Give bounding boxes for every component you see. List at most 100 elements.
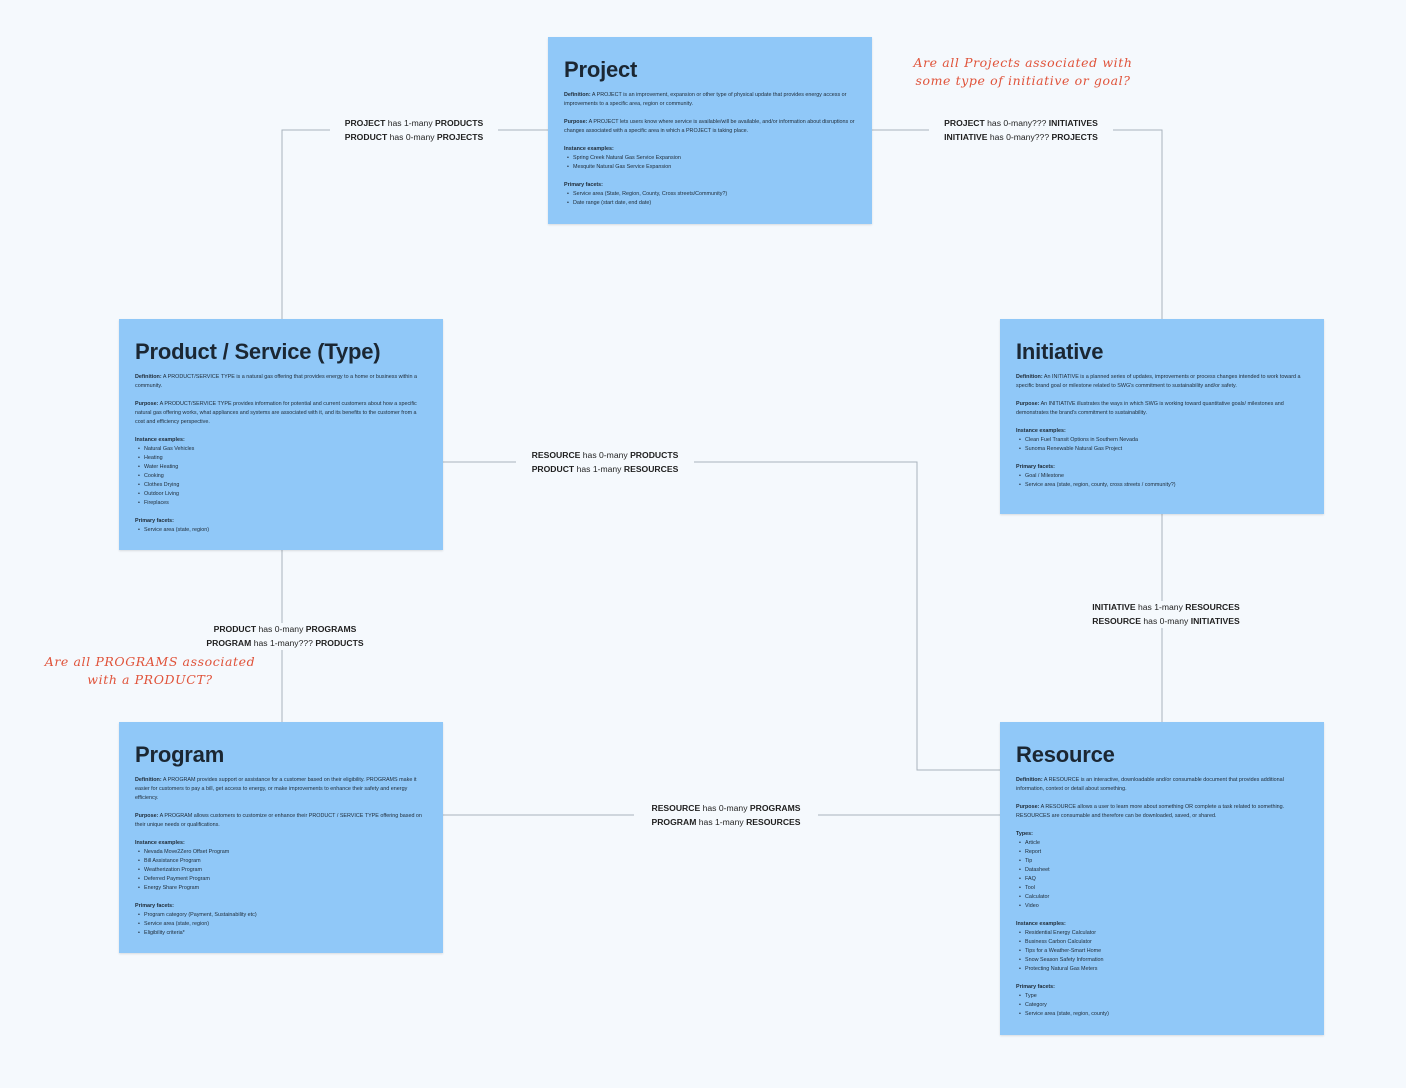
list-item: Deferred Payment Program — [138, 875, 427, 884]
annotation-line-2: some type of initiative or goal? — [915, 73, 1131, 88]
list-item: Protecting Natural Gas Meters — [1019, 965, 1308, 974]
list-item: Service area (state, region) — [138, 920, 427, 929]
list-item: Business Carbon Calculator — [1019, 938, 1308, 947]
relationship-line-2: RESOURCE has 0-many INITIATIVES — [1092, 615, 1240, 626]
facets-list: Program category (Payment, Sustainabilit… — [135, 911, 427, 938]
purpose-text: Purpose: A PROJECT lets users know where… — [564, 119, 855, 134]
connector-project-product — [281, 129, 548, 320]
definition-text: Definition: An INITIATIVE is a planned s… — [1016, 374, 1301, 389]
definition-text: Definition: A PRODUCT/SERVICE TYPE is a … — [135, 374, 417, 389]
annotation-line-2: with a PRODUCT? — [87, 672, 213, 687]
list-item: Snow Season Safety Information — [1019, 956, 1308, 965]
relationship-resource-product: RESOURCE has 0-many PRODUCTS PRODUCT has… — [516, 449, 694, 476]
annotation-line-1: Are all Projects associated with — [913, 55, 1133, 70]
list-item: Mesquite Natural Gas Service Expansion — [567, 163, 856, 172]
relationship-project-initiative: PROJECT has 0-many??? INITIATIVES INITIA… — [929, 117, 1113, 144]
list-item: FAQ — [1019, 875, 1308, 884]
list-item: Report — [1019, 848, 1308, 857]
list-item: Program category (Payment, Sustainabilit… — [138, 911, 427, 920]
relationship-line-1: RESOURCE has 0-many PRODUCTS — [531, 450, 679, 460]
annotation-line-1: Are all PROGRAMS associated — [44, 654, 256, 669]
list-item: Datasheet — [1019, 866, 1308, 875]
list-item: Service area (state, region, county, cro… — [1019, 481, 1308, 490]
list-item: Weatherization Program — [138, 866, 427, 875]
card-title: Program — [135, 742, 225, 767]
resource-card: Resource Definition: A RESOURCE is an in… — [1000, 722, 1324, 1035]
list-item: Heating — [138, 454, 427, 463]
list-item: Residential Energy Calculator — [1019, 929, 1308, 938]
relationship-line-1: PROJECT has 1-many PRODUCTS — [344, 118, 484, 128]
list-item: Service area (state, region) — [138, 526, 427, 535]
definition-text: Definition: A RESOURCE is an interactive… — [1016, 777, 1284, 792]
program-card: Program Definition: A PROGRAM provides s… — [119, 722, 443, 953]
list-item: Tips for a Weather-Smart Home — [1019, 947, 1308, 956]
relationship-line-2: PROGRAM has 1-many??? PRODUCTS — [206, 637, 364, 648]
types-heading: Types: — [1016, 831, 1033, 837]
card-title: Resource — [1016, 742, 1115, 767]
facets-heading: Primary facets: — [564, 182, 603, 188]
instance-heading: Instance examples: — [1016, 921, 1066, 927]
types-list: Article Report Tip Datasheet FAQ Tool Ca… — [1016, 839, 1308, 911]
facets-list: Type Category Service area (state, regio… — [1016, 992, 1308, 1019]
instance-heading: Instance examples: — [135, 840, 185, 846]
card-title: Project — [564, 57, 638, 82]
list-item: Clothes Drying — [138, 481, 427, 490]
facets-list: Service area (State, Region, County, Cro… — [564, 190, 856, 208]
project-card: Project Definition: A PROJECT is an impr… — [548, 37, 872, 224]
relationship-initiative-resource: INITIATIVE has 1-many RESOURCES RESOURCE… — [1074, 601, 1258, 628]
card-title: Product / Service (Type) — [135, 339, 381, 364]
instance-heading: Instance examples: — [1016, 428, 1066, 434]
instance-list: Natural Gas Vehicles Heating Water Heati… — [135, 445, 427, 508]
list-item: Tool — [1019, 884, 1308, 893]
relationship-line-1: PRODUCT has 0-many PROGRAMS — [213, 624, 357, 634]
facets-list: Service area (state, region) — [135, 526, 427, 535]
connector-product-resource — [443, 461, 1001, 771]
connector-project-initiative — [871, 129, 1163, 320]
list-item: Service area (State, Region, County, Cro… — [567, 190, 856, 199]
relationship-line-1: PROJECT has 0-many??? INITIATIVES — [944, 118, 1098, 128]
instance-list: Residential Energy Calculator Business C… — [1016, 929, 1308, 974]
list-item: Service area (state, region, county) — [1019, 1010, 1308, 1019]
annotation-projects-question: Are all Projects associated with some ty… — [908, 54, 1138, 90]
list-item: Outdoor Living — [138, 490, 427, 499]
list-item: Video — [1019, 902, 1308, 911]
list-item: Bill Assistance Program — [138, 857, 427, 866]
list-item: Tip — [1019, 857, 1308, 866]
annotation-programs-question: Are all PROGRAMS associated with a PRODU… — [35, 653, 265, 689]
list-item: Calculator — [1019, 893, 1308, 902]
relationship-line-2: INITIATIVE has 0-many??? PROJECTS — [944, 131, 1098, 142]
relationship-line-1: RESOURCE has 0-many PROGRAMS — [651, 803, 801, 813]
purpose-text: Purpose: An INITIATIVE illustrates the w… — [1016, 401, 1284, 416]
list-item: Goal / Milestone — [1019, 472, 1308, 481]
product-card: Product / Service (Type) Definition: A P… — [119, 319, 443, 550]
list-item: Type — [1019, 992, 1308, 1001]
list-item: Sunoma Renewable Natural Gas Project — [1019, 445, 1308, 454]
relationship-line-2: PRODUCT has 1-many RESOURCES — [531, 463, 679, 474]
instance-heading: Instance examples: — [135, 437, 185, 443]
purpose-text: Purpose: A PROGRAM allows customers to c… — [135, 813, 422, 828]
initiative-card: Initiative Definition: An INITIATIVE is … — [1000, 319, 1324, 514]
list-item: Nevada Move2Zero Offset Program — [138, 848, 427, 857]
relationship-line-1: INITIATIVE has 1-many RESOURCES — [1092, 602, 1240, 612]
list-item: Water Heating — [138, 463, 427, 472]
facets-heading: Primary facets: — [135, 518, 174, 524]
facets-heading: Primary facets: — [1016, 984, 1055, 990]
list-item: Fireplaces — [138, 499, 427, 508]
facets-list: Goal / Milestone Service area (state, re… — [1016, 472, 1308, 490]
list-item: Clean Fuel Transit Options in Southern N… — [1019, 436, 1308, 445]
relationship-project-product: PROJECT has 1-many PRODUCTS PRODUCT has … — [330, 117, 498, 144]
list-item: Energy Share Program — [138, 884, 427, 893]
list-item: Natural Gas Vehicles — [138, 445, 427, 454]
purpose-text: Purpose: A RESOURCE allows a user to lea… — [1016, 804, 1285, 819]
definition-text: Definition: A PROGRAM provides support o… — [135, 777, 417, 801]
list-item: Cooking — [138, 472, 427, 481]
instance-list: Nevada Move2Zero Offset Program Bill Ass… — [135, 848, 427, 893]
facets-heading: Primary facets: — [1016, 464, 1055, 470]
instance-list: Clean Fuel Transit Options in Southern N… — [1016, 436, 1308, 454]
purpose-text: Purpose: A PRODUCT/SERVICE TYPE provides… — [135, 401, 417, 425]
relationship-line-2: PRODUCT has 0-many PROJECTS — [344, 131, 484, 142]
list-item: Eligibility criteria* — [138, 929, 427, 938]
list-item: Date range (start date, end date) — [567, 199, 856, 208]
definition-text: Definition: A PROJECT is an improvement,… — [564, 92, 847, 107]
relationship-resource-program: RESOURCE has 0-many PROGRAMS PROGRAM has… — [634, 802, 818, 829]
